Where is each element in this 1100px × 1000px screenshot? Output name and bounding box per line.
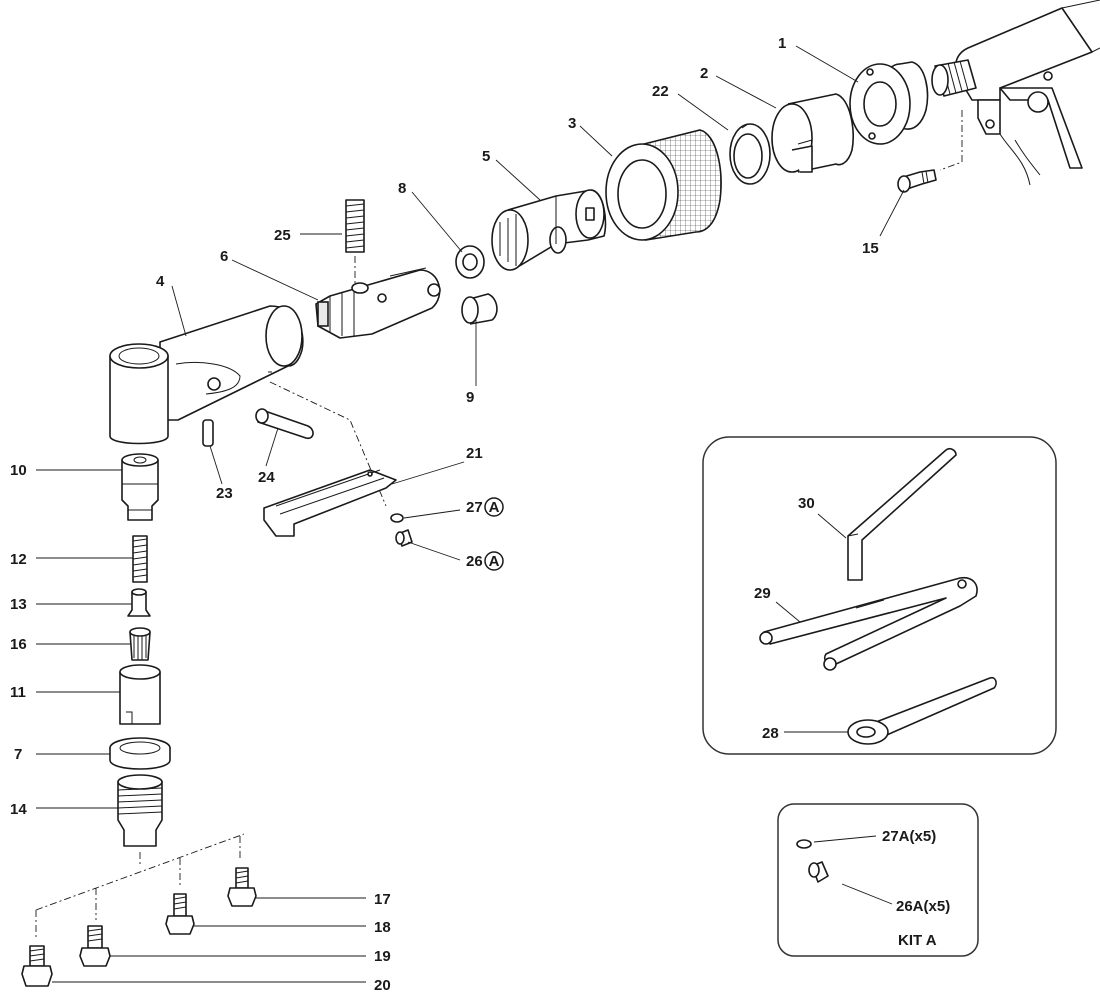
part-14-threaded-body xyxy=(117,774,163,847)
label-2: 2 xyxy=(700,65,708,82)
part-21-guide-rail xyxy=(263,469,397,537)
part-3-knurled-collar xyxy=(605,129,722,241)
part-29-pin-spanner xyxy=(759,576,978,671)
part-10-adapter xyxy=(121,453,159,521)
part-13-plunger xyxy=(127,588,151,617)
label-26: 26 xyxy=(466,553,483,570)
label-16: 16 xyxy=(10,636,27,653)
label-24: 24 xyxy=(258,469,275,486)
part-7-locknut xyxy=(109,737,171,770)
label-3: 3 xyxy=(568,115,576,132)
label-14: 14 xyxy=(10,801,27,818)
label-20: 20 xyxy=(374,977,391,994)
kit-marker-27: A xyxy=(489,499,500,516)
label-18: 18 xyxy=(374,919,391,936)
label-5: 5 xyxy=(482,148,490,165)
part-26-small-screw xyxy=(395,529,413,547)
label-22: 22 xyxy=(652,83,669,100)
part-23-pin xyxy=(202,419,214,447)
part-17-nozzle xyxy=(227,867,257,907)
label-8: 8 xyxy=(398,180,406,197)
part-9-pin xyxy=(461,293,498,325)
label-10: 10 xyxy=(10,462,27,479)
part-18-nozzle xyxy=(165,893,195,935)
part-24-pin xyxy=(255,408,314,440)
part-11-sleeve xyxy=(119,664,161,725)
tools-panel-frame xyxy=(702,436,1057,755)
label-6: 6 xyxy=(220,248,228,265)
part-30-hex-key xyxy=(847,448,957,581)
label-19: 19 xyxy=(374,948,391,965)
kit-a-title: KIT A xyxy=(898,932,937,949)
part-6-head xyxy=(315,267,441,339)
label-29: 29 xyxy=(754,585,771,602)
tool-housing xyxy=(931,0,1100,186)
centerline-15 xyxy=(939,110,963,171)
part-27-small-nut xyxy=(390,513,404,523)
part-22-ring xyxy=(729,123,771,185)
label-9: 9 xyxy=(466,389,474,406)
part-2-sleeve xyxy=(771,93,855,173)
centerline-nozzles xyxy=(35,833,245,940)
leader-lines xyxy=(36,45,905,983)
label-30: 30 xyxy=(798,495,815,512)
part-20-nozzle xyxy=(21,945,53,987)
kit-marker-circle-26 xyxy=(484,551,504,571)
label-4: 4 xyxy=(156,273,165,290)
label-15: 15 xyxy=(862,240,879,257)
label-23: 23 xyxy=(216,485,233,502)
label-27: 27 xyxy=(466,499,483,516)
kit-item-26a: 26A(x5) xyxy=(896,898,950,915)
kit-a-frame xyxy=(777,803,979,957)
label-17: 17 xyxy=(374,891,391,908)
part-4-angle-housing xyxy=(109,305,304,445)
label-21: 21 xyxy=(466,445,483,462)
part-5-cylinder xyxy=(491,189,607,271)
part-12-spring xyxy=(132,535,148,583)
label-28: 28 xyxy=(762,725,779,742)
label-11: 11 xyxy=(10,684,26,701)
label-12: 12 xyxy=(10,551,27,568)
kit-marker-circle-27 xyxy=(484,497,504,517)
kit-item-27a: 27A(x5) xyxy=(882,828,936,845)
kit-a-panel: 27A(x5) 26A(x5) KIT A xyxy=(777,803,979,957)
kit-marker-26: A xyxy=(489,553,500,570)
part-19-nozzle xyxy=(79,925,111,967)
kit-nut-icon xyxy=(796,839,812,849)
part-15-screw xyxy=(897,169,937,193)
part-16-collet xyxy=(129,627,151,661)
label-1: 1 xyxy=(778,35,786,52)
label-13: 13 xyxy=(10,596,27,613)
part-8-washer xyxy=(455,245,485,279)
part-25-spring xyxy=(345,199,365,253)
part-number-labels: 1 2 22 3 5 8 9 25 6 4 15 21 27 A 26 A 23… xyxy=(10,35,879,994)
tools-panel: 30 29 28 xyxy=(702,436,1057,755)
kit-screw-icon xyxy=(808,861,829,883)
label-25: 25 xyxy=(274,227,291,244)
label-7: 7 xyxy=(14,746,22,763)
part-1-end-plate xyxy=(849,61,929,145)
